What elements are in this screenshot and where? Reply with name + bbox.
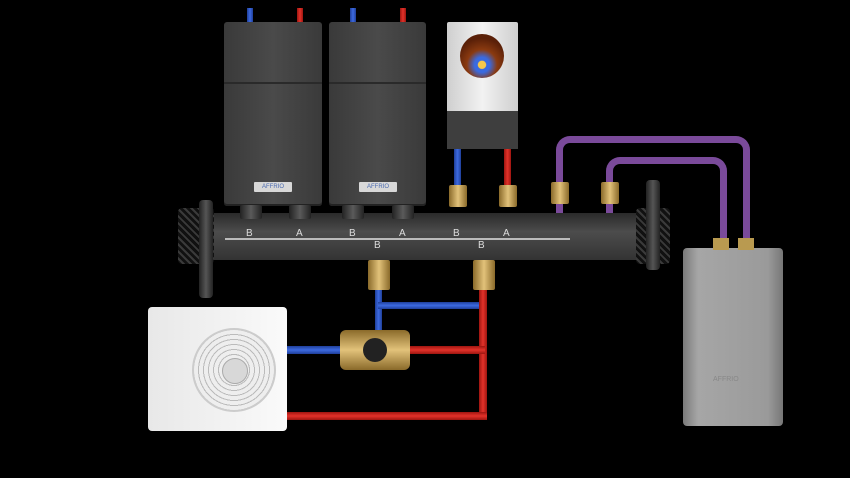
boiler-fitting [342, 205, 364, 219]
boiler-fitting [392, 205, 414, 219]
outdoor-heat-pump-unit [148, 307, 287, 431]
flame-icon [460, 34, 504, 78]
brand-logo: AFFRIO [254, 182, 292, 192]
port-label: B [246, 228, 253, 239]
water-heater [447, 22, 518, 149]
manifold-valve [368, 260, 390, 290]
right-air-vent [646, 180, 660, 270]
control-panel [447, 111, 518, 149]
brass-fitting [499, 185, 517, 207]
boiler-1-hot-stub [297, 8, 303, 23]
brass-fitting [601, 182, 619, 204]
outdoor-unit-cold-pipe [287, 346, 347, 354]
manifold-divider-line [225, 238, 570, 240]
boiler-unit-2: AFFRIO [329, 22, 426, 206]
valve-knob [363, 338, 387, 362]
port-label: A [399, 228, 406, 239]
buffer-tank: AFFRIO [683, 248, 783, 426]
tank-fitting [738, 238, 754, 250]
heater-cold-pipe [454, 149, 461, 185]
mixing-hot-pipe [405, 346, 485, 354]
boiler-2-hot-stub [400, 8, 406, 23]
fan-hub [222, 358, 248, 384]
cold-crossover-pipe [378, 302, 480, 309]
tank-fitting [713, 238, 729, 250]
boiler-2-cold-stub [350, 8, 356, 23]
manifold [185, 213, 663, 260]
left-air-vent [199, 200, 213, 298]
brass-fitting [551, 182, 569, 204]
manifold-valve [473, 260, 495, 290]
hot-return-vertical [479, 262, 487, 420]
mixing-valve [340, 330, 410, 370]
brass-fitting [449, 185, 467, 207]
boiler-fitting [289, 205, 311, 219]
boiler-unit-1: AFFRIO [224, 22, 322, 206]
port-label: A [503, 228, 510, 239]
hot-bottom-pipe [287, 412, 487, 420]
brand-logo: AFFRIO [713, 376, 739, 383]
fan-icon [192, 328, 276, 412]
port-label: B [478, 240, 485, 251]
heater-hot-pipe [504, 149, 511, 185]
boiler-1-cold-stub [247, 8, 253, 23]
port-label: A [296, 228, 303, 239]
supply-cold-vertical [375, 262, 382, 332]
port-label: B [349, 228, 356, 239]
port-label: B [374, 240, 381, 251]
port-label: B [453, 228, 460, 239]
boiler-fitting [240, 205, 262, 219]
brand-logo: AFFRIO [359, 182, 397, 192]
